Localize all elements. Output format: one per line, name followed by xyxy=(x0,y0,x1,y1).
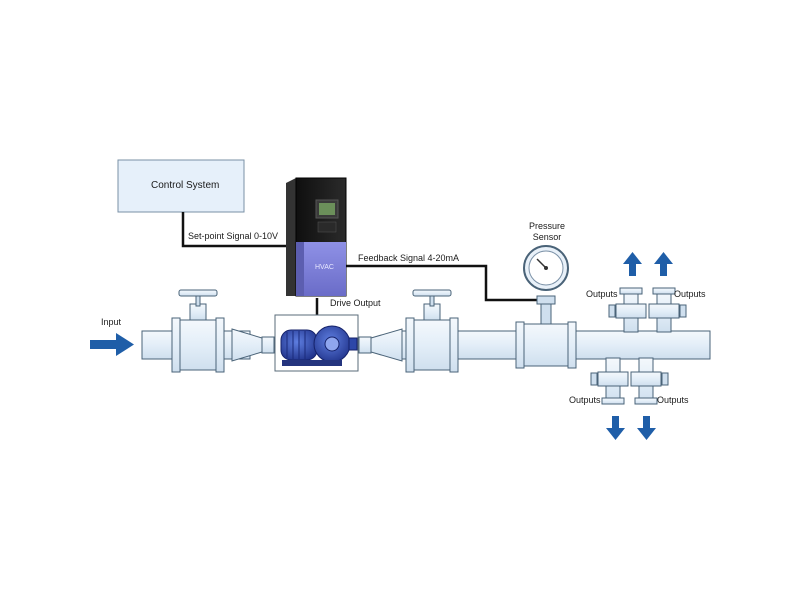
feedback-signal-line xyxy=(346,264,548,302)
inlet-reducer xyxy=(231,328,263,362)
outputs-label-lower-right: Outputs xyxy=(657,395,689,405)
inlet-valve xyxy=(171,289,225,373)
lower-output-branch-1 xyxy=(590,357,629,405)
upper-output-branch-1 xyxy=(608,287,647,333)
control-system-box xyxy=(117,159,245,213)
feedback-signal-label: Feedback Signal 4-20mA xyxy=(358,253,460,263)
input-label: Input xyxy=(101,317,122,327)
outputs-label-lower-left: Outputs xyxy=(569,395,601,405)
control-system-label: Control System xyxy=(151,180,220,191)
outputs-label-upper-left: Outputs xyxy=(586,289,618,299)
outputs-label-upper-right: Outputs xyxy=(674,289,706,299)
pressure-sensor-label: Pressure Sensor xyxy=(527,221,567,243)
input-arrow-icon xyxy=(90,333,134,356)
variable-frequency-drive xyxy=(286,177,347,297)
output-down-arrow-icon xyxy=(637,416,656,440)
outlet-valve xyxy=(405,289,459,373)
lower-output-branch-2 xyxy=(630,357,669,405)
outlet-reducer xyxy=(370,328,403,362)
output-down-arrow-icon xyxy=(606,416,625,440)
setpoint-signal-label: Set-point Signal 0-10V xyxy=(188,231,279,241)
output-up-arrow-icon xyxy=(623,252,642,276)
pressure-sensor xyxy=(523,245,569,325)
setpoint-signal-line xyxy=(181,212,288,248)
pump xyxy=(280,325,358,366)
upper-output-branch-2 xyxy=(648,287,687,333)
pipe-coupling xyxy=(519,323,573,367)
pressure-sensor-label-line2: Sensor xyxy=(532,232,562,242)
pressure-sensor-label-line1: Pressure xyxy=(528,221,565,231)
drive-badge-text: HVAC xyxy=(315,264,334,271)
drive-output-label: Drive Output xyxy=(330,298,381,308)
output-up-arrow-icon xyxy=(654,252,673,276)
